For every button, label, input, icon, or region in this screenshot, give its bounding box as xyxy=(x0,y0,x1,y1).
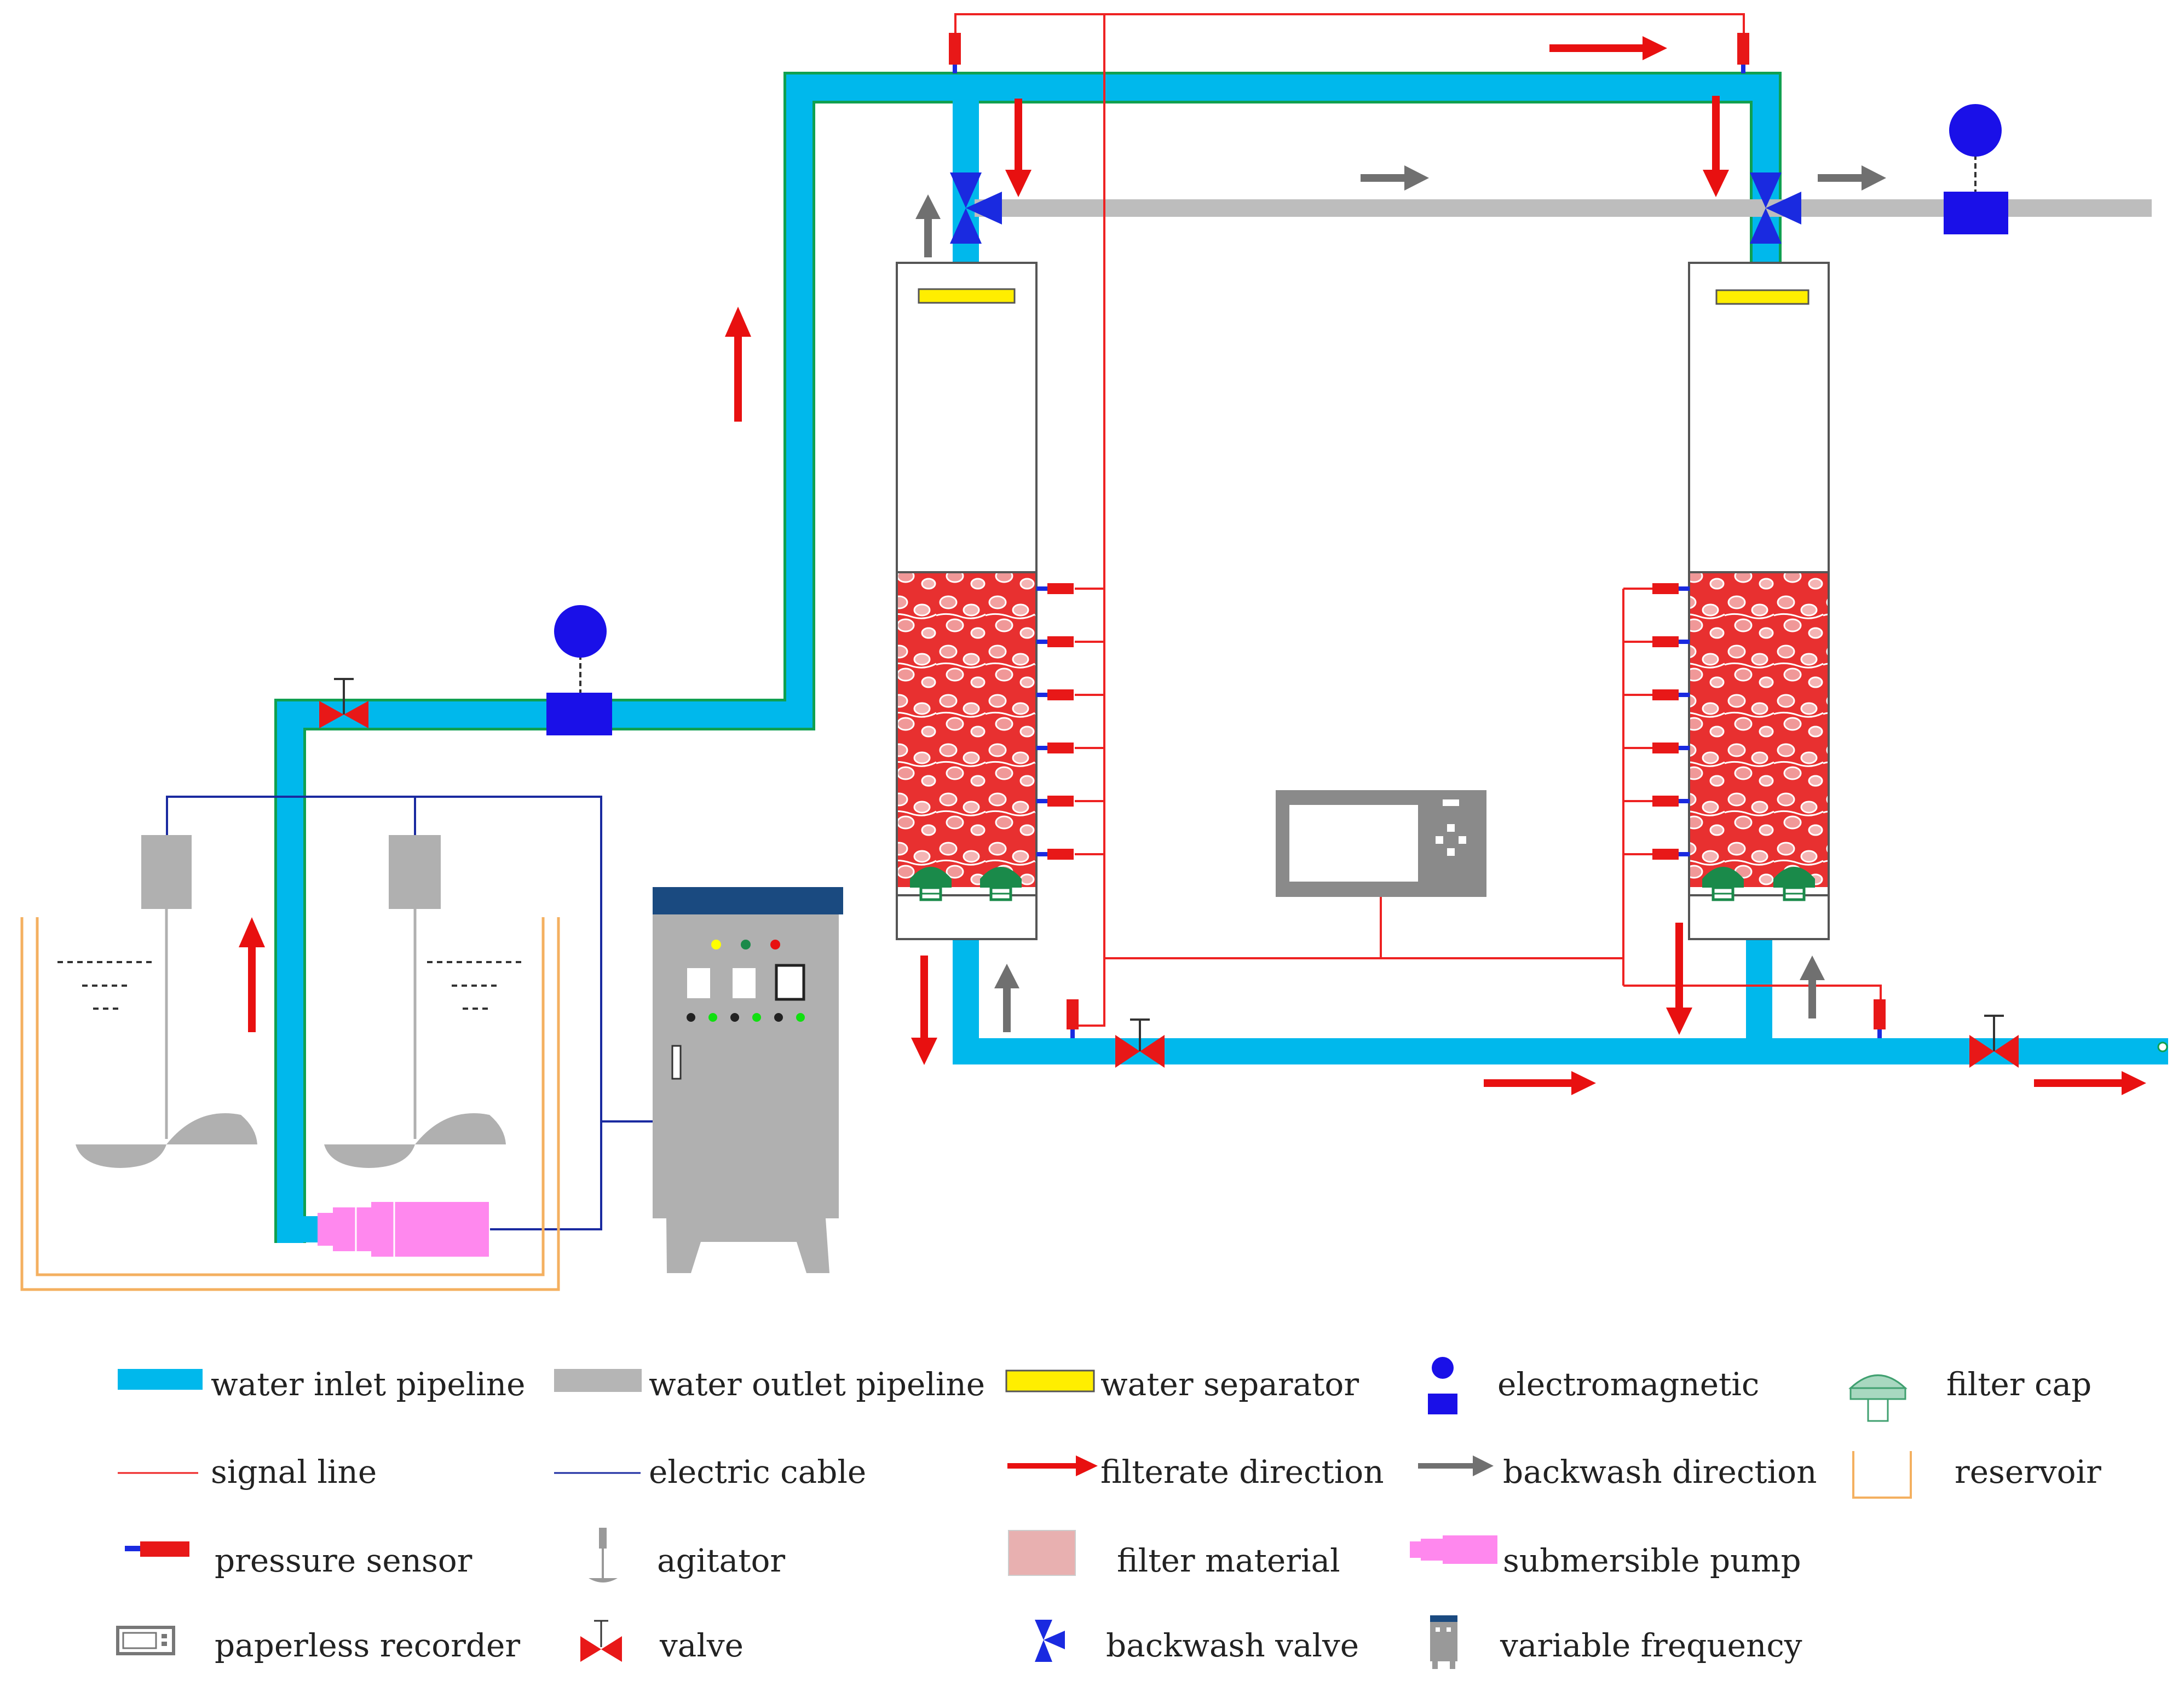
agitator-left xyxy=(76,835,257,1168)
reservoir-outer-wall xyxy=(20,917,560,1291)
inlet-pipe-main xyxy=(277,74,1779,1243)
backwash-arrow-5 xyxy=(1818,165,1886,191)
filterate-arrow-2 xyxy=(239,917,265,1032)
filterate-arrow-3 xyxy=(1005,99,1032,197)
electromagnetic-right xyxy=(1944,104,2008,234)
water-separator-icon xyxy=(1005,1369,1095,1392)
water-level-marks xyxy=(57,961,526,1010)
filter-cap-icon xyxy=(1848,1374,1908,1422)
inlet-valve xyxy=(319,678,368,728)
filterate-arrow-1 xyxy=(725,307,751,422)
legend-label-outlet: water outlet pipeline xyxy=(649,1366,985,1403)
backwash-arrow-1 xyxy=(915,194,941,257)
filterate-direction-arrows xyxy=(239,36,2146,1095)
filter-material-left xyxy=(898,572,1035,887)
filter-material-icon xyxy=(1008,1530,1076,1576)
paperless-recorder-icon xyxy=(116,1626,175,1655)
submersible-pump xyxy=(318,1202,489,1257)
legend-label-filter-cap: filter cap xyxy=(1946,1366,2091,1403)
variable-frequency-icon xyxy=(1430,1615,1457,1669)
legend-label-agitator: agitator xyxy=(657,1542,785,1579)
legend-label-recorder: paperless recorder xyxy=(215,1627,520,1664)
variable-frequency-cabinet xyxy=(653,887,843,1273)
legend-label-pressure: pressure sensor xyxy=(215,1542,472,1579)
filterate-arrow-icon xyxy=(1007,1455,1098,1476)
bottom-valve-right xyxy=(1969,1015,2019,1068)
filterate-arrow-5 xyxy=(911,956,937,1065)
signal-top-loop xyxy=(954,13,1745,49)
water-inlet-pipeline xyxy=(274,72,2168,1243)
valve-icon xyxy=(580,1620,622,1662)
reservoir-inner-wall xyxy=(36,917,545,1276)
backwash-arrow-2 xyxy=(994,964,1019,1032)
agitator-right-blade-left xyxy=(324,1144,415,1168)
outlet-end-cap xyxy=(2157,1041,2168,1052)
legend-label-separator: water separator xyxy=(1100,1366,1359,1403)
filter-column-left xyxy=(896,262,1038,940)
legend-label-filter-material: filter material xyxy=(1117,1542,1340,1579)
backwash-valve-left xyxy=(950,172,1002,244)
reservoir xyxy=(20,917,560,1291)
agitator-right xyxy=(324,835,506,1168)
agitator-icon xyxy=(589,1528,618,1582)
backwash-arrow-icon xyxy=(1418,1455,1494,1476)
agitator-left-blade-right xyxy=(166,1113,257,1144)
signal-lines xyxy=(954,13,1882,1027)
backwash-arrow-3 xyxy=(1800,956,1825,1018)
water-separator-right xyxy=(1715,289,1810,305)
electric-cables xyxy=(166,796,654,1230)
legend-label-reservoir: reservoir xyxy=(1955,1453,2101,1490)
agitator-left-blade-left xyxy=(76,1144,166,1168)
cable-agitator-bus xyxy=(166,796,602,1230)
pipe-pressure-sensors xyxy=(949,33,1886,1038)
water-separator-left xyxy=(918,288,1016,304)
legend-label-pump: submersible pump xyxy=(1503,1542,1801,1579)
reservoir-icon xyxy=(1852,1451,1912,1499)
filterate-arrow-8 xyxy=(1484,1071,1596,1095)
pressure-sensor-icon xyxy=(125,1541,189,1557)
legend-label-filterate: filterate direction xyxy=(1100,1453,1384,1490)
filterate-arrow-4 xyxy=(1703,96,1729,197)
outlet-pipe-icon xyxy=(554,1369,642,1392)
legend-label-inlet: water inlet pipeline xyxy=(211,1366,525,1403)
backwash-valve-icon xyxy=(1035,1620,1065,1662)
filterate-arrow-7 xyxy=(1549,36,1667,60)
legend-label-variable-frequency: variable frequency xyxy=(1500,1627,1802,1664)
inlet-pipe-icon xyxy=(118,1369,203,1390)
legend-label-valve: valve xyxy=(659,1627,744,1664)
pressure-sensors-right xyxy=(1652,583,1690,860)
pressure-sensors-left xyxy=(1036,583,1074,860)
backwash-valve-right xyxy=(1750,172,1801,244)
legend-label-backwash-dir: backwash direction xyxy=(1503,1453,1817,1490)
backwash-arrow-4 xyxy=(1361,165,1429,191)
filterate-arrow-9 xyxy=(2034,1071,2146,1095)
filter-column-right xyxy=(1688,262,1830,940)
submersible-pump-icon xyxy=(1410,1535,1497,1564)
legend-label-cable: electric cable xyxy=(649,1453,866,1490)
filter-material-right xyxy=(1690,572,1828,887)
legend-label-signal: signal line xyxy=(211,1453,377,1490)
agitator-right-motor xyxy=(389,835,441,909)
legend-label-electromagnetic: electromagnetic xyxy=(1497,1366,1759,1403)
backwash-direction-arrows xyxy=(915,165,1886,1032)
agitator-left-motor xyxy=(141,835,192,909)
electromagnetic-left xyxy=(546,605,612,735)
agitator-right-blade-right xyxy=(415,1113,506,1144)
filterate-arrow-6 xyxy=(1666,923,1692,1035)
bottom-valve-left xyxy=(1115,1018,1165,1068)
filtrate-pipe-bottom xyxy=(953,931,2168,1064)
legend-label-backwash-valve: backwash valve xyxy=(1106,1627,1359,1664)
legend: water inlet pipeline water outlet pipeli… xyxy=(116,1357,2101,1669)
electromagnetic-icon xyxy=(1428,1357,1457,1414)
paperless-recorder xyxy=(1276,790,1486,897)
